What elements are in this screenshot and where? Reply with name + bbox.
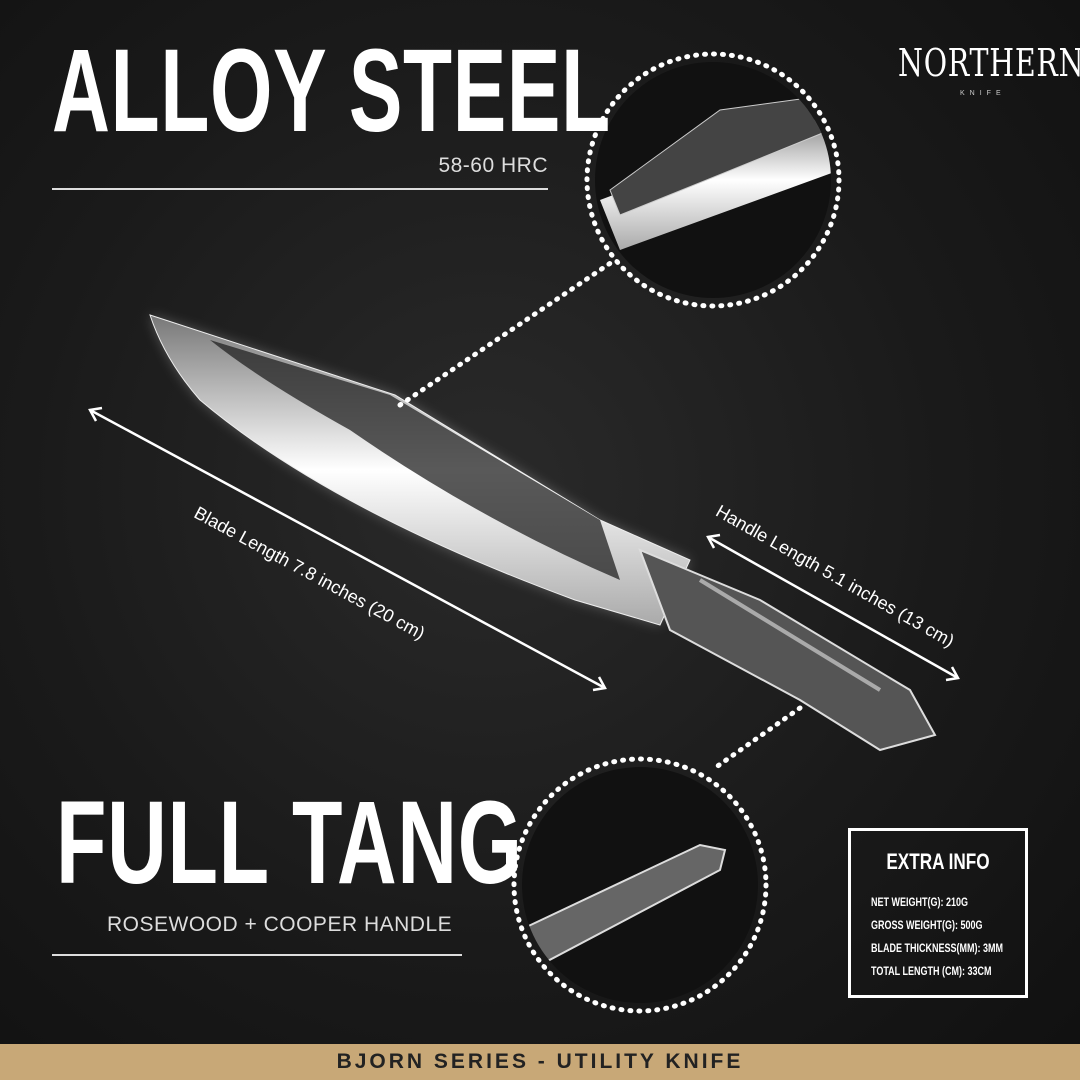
blade-detail-image xyxy=(595,62,831,298)
info-item: BLADE THICKNESS(MM): 3MM xyxy=(871,941,1003,955)
handle-length-arrow xyxy=(706,533,960,682)
blade-length-arrow xyxy=(88,406,607,692)
brand-logo-sub: KNIFE xyxy=(960,90,1006,97)
info-item: NET WEIGHT(G): 210G xyxy=(871,895,969,909)
steel-title: ALLOY STEEL xyxy=(52,25,611,157)
divider xyxy=(52,954,462,956)
steel-hardness: 58-60 HRC xyxy=(438,154,548,177)
callout-line xyxy=(397,259,615,408)
tang-title: FULL TANG xyxy=(56,777,523,909)
info-item: TOTAL LENGTH (CM): 33CM xyxy=(871,964,992,978)
knife xyxy=(149,314,937,752)
divider xyxy=(52,188,548,190)
handle-material: ROSEWOOD + COOPER HANDLE xyxy=(107,913,453,936)
extra-info-box: EXTRA INFO NET WEIGHT(G): 210G GROSS WEI… xyxy=(848,828,1028,998)
info-item: GROSS WEIGHT(G): 500G xyxy=(871,918,983,932)
handle-detail-image xyxy=(522,767,758,1003)
blade-detail-circle xyxy=(584,51,842,309)
callout-line xyxy=(709,705,803,773)
handle-detail-circle xyxy=(511,756,769,1014)
brand-logo: NORTHERN xyxy=(898,41,1080,85)
footer-banner: BJORN SERIES - UTILITY KNIFE xyxy=(0,1044,1080,1080)
extra-info-title: EXTRA INFO xyxy=(886,849,990,874)
